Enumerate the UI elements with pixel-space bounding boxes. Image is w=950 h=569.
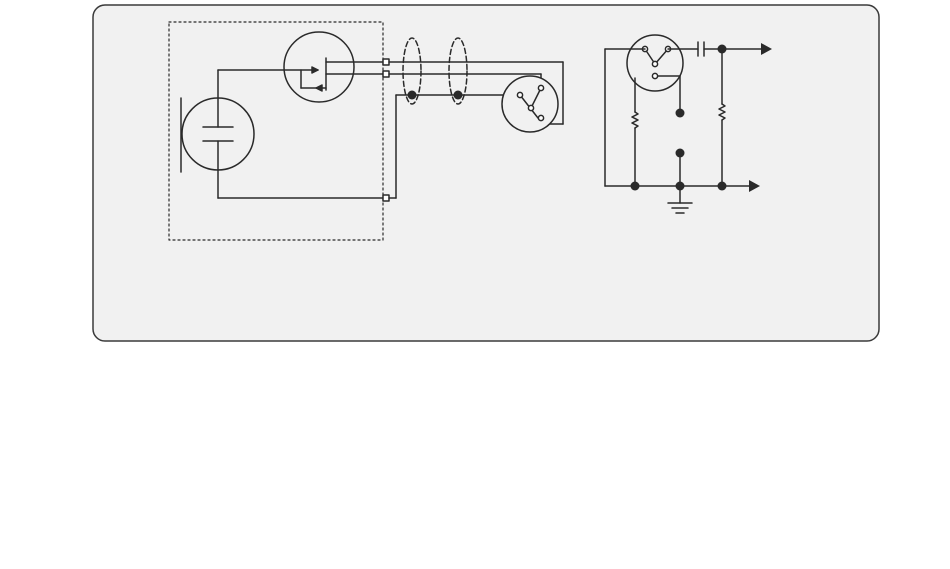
diagram-panel [93,5,879,341]
xlr-connector-mic [502,76,558,132]
